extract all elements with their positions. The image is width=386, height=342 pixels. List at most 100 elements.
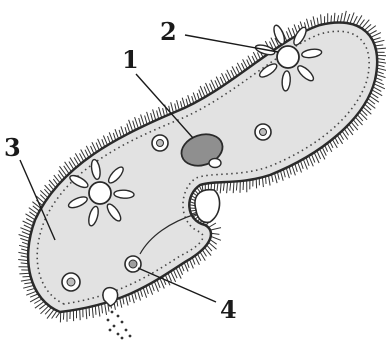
cilium — [374, 40, 385, 43]
cilium — [236, 181, 237, 190]
cilium — [86, 308, 87, 319]
cilium — [132, 293, 135, 303]
cilium — [22, 232, 31, 236]
cilium — [145, 116, 148, 125]
cilium — [173, 270, 177, 279]
cilium — [292, 165, 296, 175]
cilium — [193, 93, 196, 102]
cilium — [334, 13, 335, 23]
waste-particles — [107, 311, 132, 340]
cell-body — [28, 22, 377, 312]
cilium — [102, 139, 105, 147]
cilium — [159, 107, 162, 118]
cilium — [137, 290, 140, 300]
cilium — [286, 31, 289, 39]
cilium — [127, 124, 130, 133]
cilium — [350, 13, 354, 24]
cilium — [20, 238, 29, 241]
waste-particle — [125, 329, 128, 332]
label-3: 3 — [4, 133, 21, 162]
cilium — [168, 273, 172, 281]
cilium — [19, 273, 29, 274]
cilium — [105, 303, 107, 315]
cilium — [190, 259, 194, 268]
cilium — [92, 306, 93, 318]
cilium — [115, 129, 119, 139]
cilium — [153, 109, 156, 120]
cilium — [102, 304, 103, 313]
cilium — [208, 223, 216, 227]
cilium — [275, 173, 278, 183]
cilium — [220, 182, 221, 193]
cilium — [292, 28, 295, 36]
cilium — [376, 75, 385, 78]
cilium — [353, 16, 357, 24]
cilium — [210, 84, 214, 93]
cilium — [126, 296, 128, 306]
cilium — [157, 111, 159, 120]
cilium — [220, 77, 224, 85]
waste-particle — [121, 321, 124, 324]
cilium — [152, 283, 155, 291]
oral-groove — [195, 190, 220, 223]
cilium — [369, 31, 377, 35]
cilium — [146, 286, 149, 294]
cilium — [340, 13, 342, 23]
cilium — [280, 171, 283, 181]
waste-particle — [117, 315, 120, 318]
cilium — [286, 168, 289, 178]
cilium — [151, 113, 153, 122]
cilium — [233, 182, 234, 194]
cilium — [179, 266, 183, 275]
label-2: 2 — [160, 17, 177, 46]
cilium — [199, 90, 203, 99]
waste-particle — [107, 319, 110, 322]
cilium — [171, 102, 174, 112]
cilium — [121, 126, 124, 135]
cilium — [120, 298, 122, 308]
waste-particle — [121, 337, 124, 340]
cilium — [157, 280, 160, 288]
cilium — [91, 146, 95, 154]
cilium — [204, 87, 208, 96]
cilium — [188, 95, 191, 105]
waste-particle — [111, 311, 114, 314]
cilium — [230, 182, 231, 191]
cilium — [321, 14, 322, 24]
micronucleus — [209, 159, 221, 168]
cilium — [135, 117, 139, 128]
cilium — [26, 219, 34, 223]
cilium — [149, 285, 153, 295]
waste-particle — [109, 329, 112, 332]
food-vacuole — [255, 124, 271, 140]
waste-particle — [129, 335, 132, 338]
cilium — [133, 121, 136, 130]
waste-particle — [117, 333, 120, 336]
cilium — [60, 166, 67, 176]
cilium — [269, 176, 271, 186]
cilium — [306, 157, 309, 165]
cilium — [163, 108, 165, 116]
cilium — [21, 279, 32, 281]
cilium — [182, 98, 185, 108]
cilium — [147, 112, 150, 123]
label-1: 1 — [122, 45, 139, 74]
cilium — [18, 252, 28, 254]
cilium — [377, 68, 386, 71]
cilium — [80, 309, 81, 320]
cilium — [23, 285, 34, 288]
cilium — [226, 74, 230, 82]
cilium — [298, 162, 302, 172]
radial-canal — [114, 190, 134, 199]
food-vacuole — [152, 135, 168, 151]
cilium — [262, 177, 263, 187]
food-vacuole — [62, 273, 80, 291]
cilium — [24, 225, 32, 229]
cilium — [95, 306, 96, 315]
cilium — [307, 19, 310, 29]
cilium — [143, 288, 147, 298]
cilium — [347, 14, 350, 23]
cilium — [98, 305, 100, 317]
